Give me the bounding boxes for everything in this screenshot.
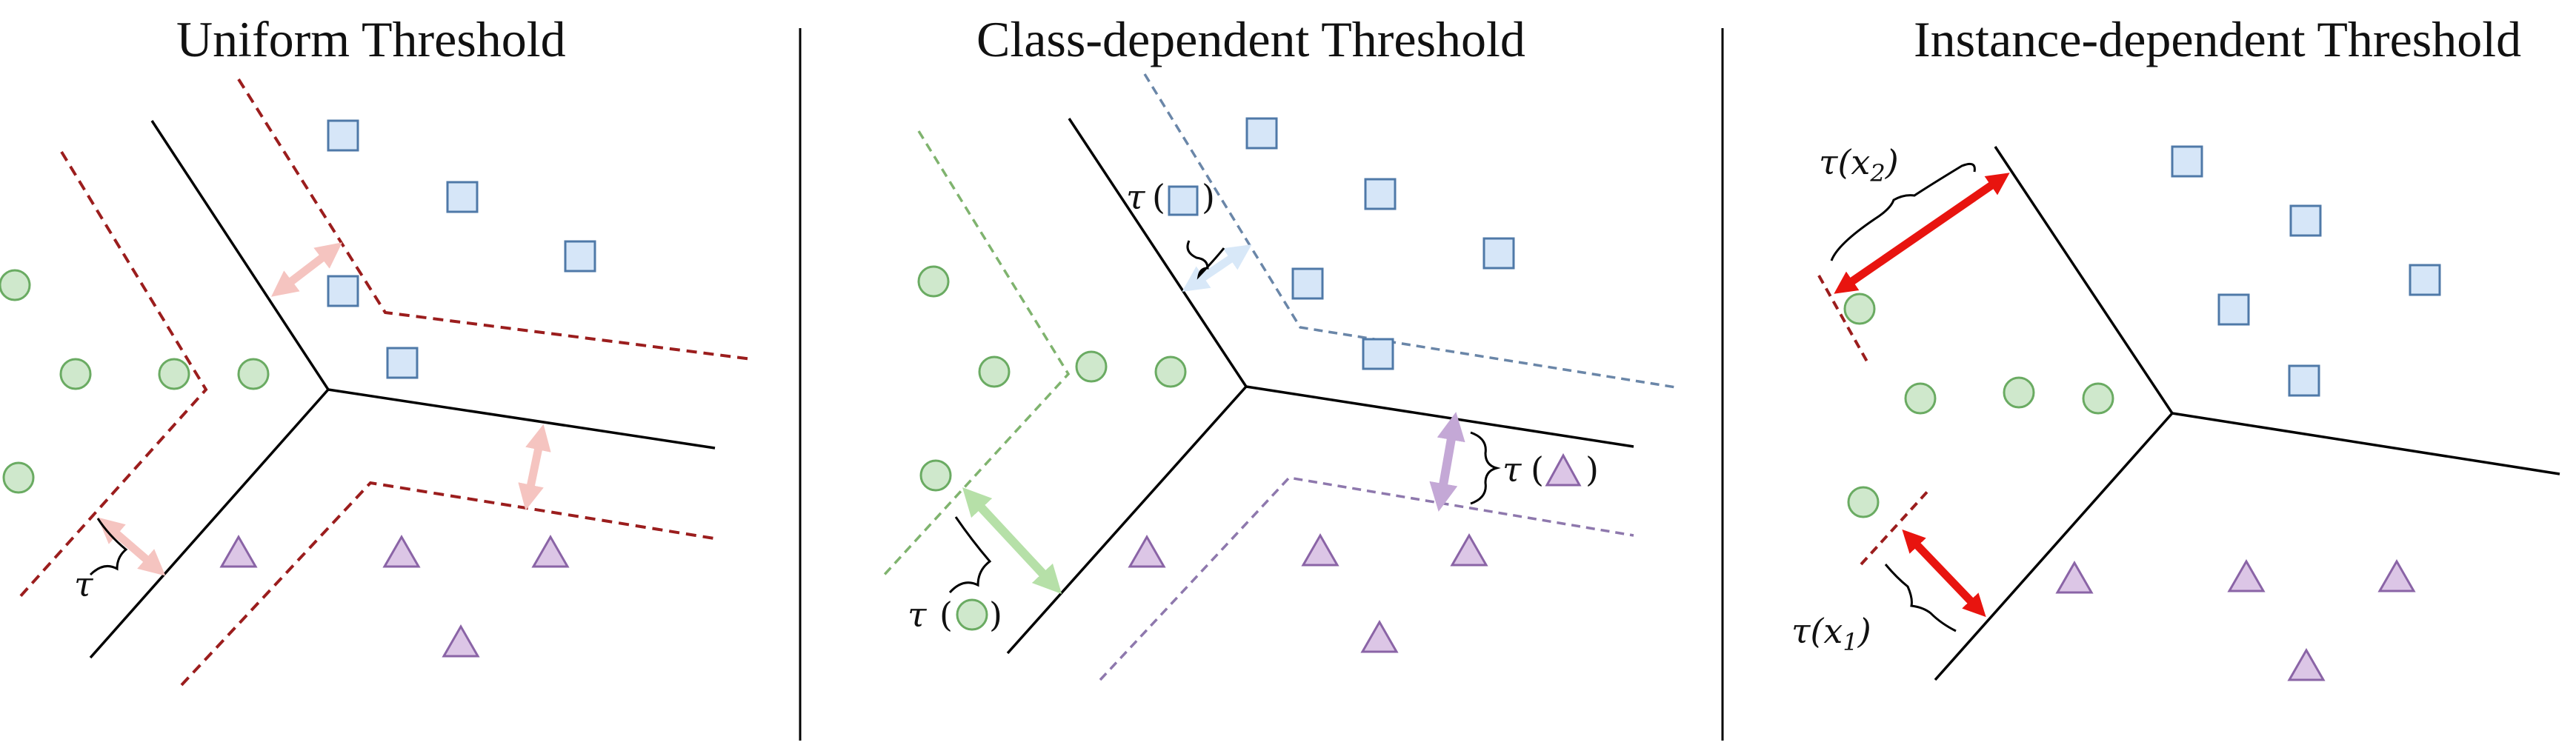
class-circle <box>158 358 190 390</box>
class-square <box>1482 237 1515 270</box>
brace <box>1884 564 1957 632</box>
class-circle <box>917 265 950 298</box>
class-square <box>446 181 479 213</box>
instance-threshold-label-x1: τ(x1) <box>1791 611 1871 656</box>
uniform-threshold-line <box>17 150 208 600</box>
decision-boundary <box>89 388 330 659</box>
class-circle <box>919 459 952 492</box>
brace <box>1830 162 1976 261</box>
class-triangle <box>219 534 258 568</box>
class-triangle <box>1301 532 1339 567</box>
title-class-dependent-threshold: Class-dependent Threshold <box>976 11 1525 67</box>
panel-class-dependent: τ ( ) τ ( ) τ ( ) <box>880 73 1677 681</box>
decision-boundary <box>1994 146 2560 475</box>
class-circle <box>978 355 1011 388</box>
class-square <box>1245 117 1278 150</box>
class-triangle <box>2377 558 2416 592</box>
class-square <box>327 119 359 152</box>
class-triangle <box>1360 619 1399 653</box>
uniform-threshold-line <box>237 78 753 361</box>
circle-class-threshold-line <box>880 130 1071 579</box>
uniform-threshold-line <box>180 481 719 687</box>
class-square <box>1362 338 1394 370</box>
class-circle <box>0 269 31 301</box>
title-instance-dependent-threshold: Instance-dependent Threshold <box>1914 11 2522 67</box>
class-triangle <box>2055 560 2094 594</box>
square-threshold-open-paren: ( <box>1152 177 1165 217</box>
class-square <box>386 347 419 379</box>
panel-uniform: τ <box>0 78 753 687</box>
class-triangle <box>1128 534 1166 568</box>
triangle-class-threshold-line <box>1099 476 1634 681</box>
class-square <box>327 275 359 307</box>
square-threshold-arrow <box>1182 244 1252 292</box>
decision-boundary <box>1006 385 1248 655</box>
instance-threshold-arrow-x2 <box>1834 173 2010 294</box>
class-triangle <box>442 624 480 658</box>
class-square <box>2288 364 2320 397</box>
uniform-margin-arrow <box>271 242 342 297</box>
class-square <box>2289 204 2322 237</box>
instance-threshold-label-x2: τ(x2) <box>1819 142 1899 187</box>
decision-boundary <box>150 120 716 450</box>
uniform-threshold-label: τ <box>74 564 94 604</box>
square-threshold-symbol: τ <box>1126 177 1146 217</box>
uniform-margin-arrow <box>97 517 166 576</box>
class-circle <box>59 358 92 390</box>
class-circle <box>1075 350 1108 383</box>
class-square <box>564 240 596 273</box>
circle-threshold-symbol: τ <box>908 595 928 635</box>
circle-threshold-arrow <box>962 487 1062 595</box>
class-triangle-icon <box>1545 453 1582 487</box>
class-circle <box>1904 382 1937 415</box>
class-circle <box>1154 355 1187 388</box>
instance-threshold-arrow-x1 <box>1902 529 1986 618</box>
class-circle <box>1847 486 1880 518</box>
class-triangle <box>2287 647 2326 681</box>
class-triangle <box>1450 532 1488 567</box>
class-square-icon <box>1168 185 1199 216</box>
class-square <box>2409 264 2441 296</box>
brace <box>1186 240 1225 280</box>
panel-instance-dependent: τ(x2) τ(x1) <box>1791 142 2560 681</box>
class-square <box>1291 267 1324 300</box>
square-class-threshold-line <box>1143 73 1677 389</box>
circle-threshold-open-paren: ( <box>939 595 953 635</box>
decision-boundary <box>1068 118 1634 448</box>
class-triangle <box>531 534 570 568</box>
class-circle <box>2 461 35 494</box>
triangle-threshold-symbol: τ <box>1502 450 1522 490</box>
title-uniform-threshold: Uniform Threshold <box>176 11 566 67</box>
instance-threshold-line <box>1817 275 1868 362</box>
instance-threshold-line <box>1860 487 1931 566</box>
triangle-threshold-open-paren: ( <box>1531 450 1544 490</box>
circle-threshold-close-paren: ) <box>989 595 1002 635</box>
brace <box>948 516 992 594</box>
class-square <box>2171 145 2203 178</box>
class-triangle <box>2227 558 2266 592</box>
class-circle <box>237 358 270 390</box>
class-square <box>1364 178 1397 210</box>
triangle-threshold-arrow <box>1429 412 1465 512</box>
triangle-threshold-close-paren: ) <box>1585 450 1599 490</box>
brace <box>89 518 128 576</box>
class-square <box>2217 293 2250 326</box>
class-circle <box>2003 376 2035 409</box>
class-circle <box>2082 382 2114 415</box>
uniform-margin-arrow <box>518 424 551 511</box>
brace <box>1470 431 1501 505</box>
class-triangle <box>382 534 421 568</box>
square-threshold-close-paren: ) <box>1202 177 1215 217</box>
class-circle <box>1843 293 1876 325</box>
decision-boundary <box>1934 412 2174 681</box>
class-circle-icon <box>956 598 988 631</box>
